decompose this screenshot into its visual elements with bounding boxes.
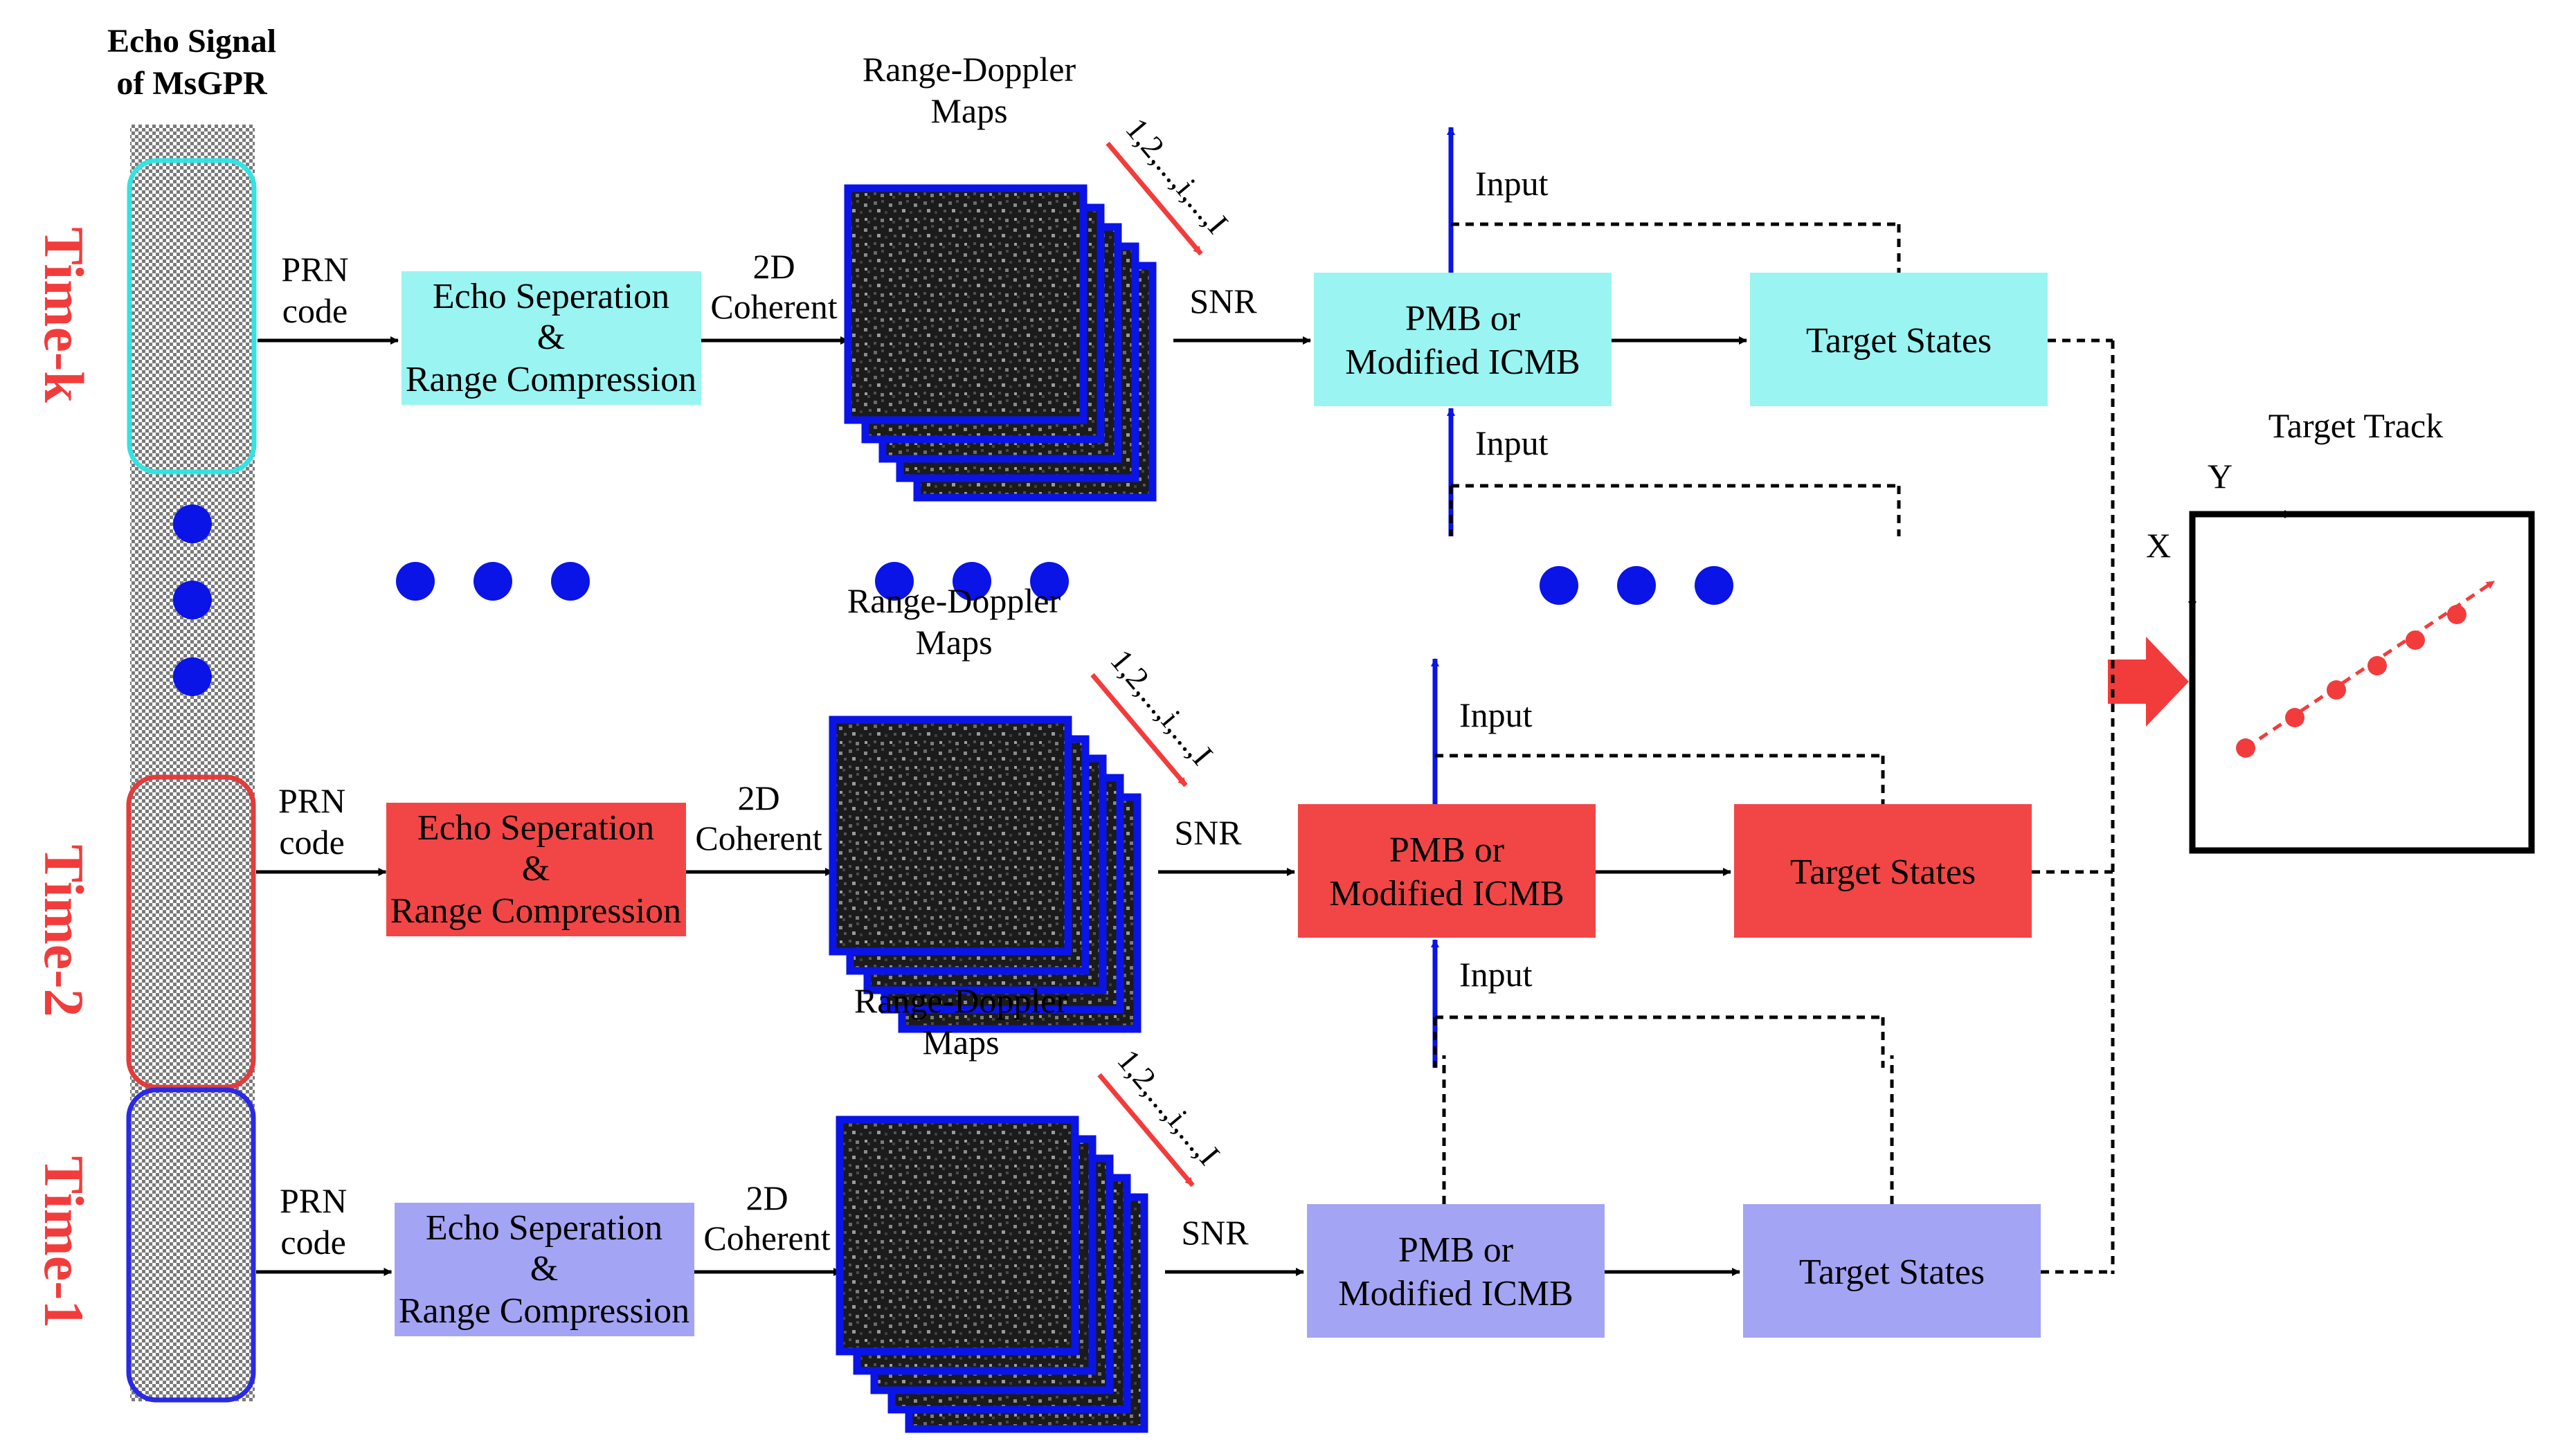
prn-label: PRN [281, 250, 348, 289]
echo-separation-label: Echo Seperation [417, 808, 654, 848]
range-doppler-title: Range-Doppler [847, 581, 1061, 620]
fusion-arrow [2108, 637, 2189, 727]
target-states-box [1734, 804, 2032, 938]
strip-ellipsis-dot [173, 504, 212, 543]
echo-separation-label: Echo Seperation [426, 1208, 662, 1248]
coherent-label-line2: Coherent [703, 1219, 830, 1257]
coherent-label-line2: Coherent [695, 819, 822, 857]
range-doppler-map [844, 184, 1088, 424]
echo-separation-box [402, 271, 701, 405]
target-states-label: Target States [1806, 321, 1992, 361]
snr-label: SNR [1181, 1213, 1249, 1252]
prn-label: PRN [278, 781, 345, 820]
echo-separation-label-line3: Range Compression [406, 360, 696, 399]
echo-separation-label-line3: Range Compression [399, 1291, 689, 1331]
track-point [2367, 656, 2387, 675]
input-label-bottom: Input [1459, 955, 1533, 994]
target-states-label: Target States [1799, 1253, 1985, 1292]
prn-label-line2: code [279, 823, 344, 862]
echo-separation-amp: & [537, 318, 565, 357]
strip-ellipsis-dot [173, 581, 212, 619]
y-axis-label: Y [2208, 457, 2232, 495]
time-1-label: Time-1 [33, 1156, 96, 1328]
target-states-label: Target States [1790, 853, 1976, 892]
pmb-label: PMB or [1405, 299, 1520, 338]
ellipsis-dot [953, 562, 991, 601]
time-k-segment [127, 158, 257, 475]
echo-signal-strip [130, 125, 255, 1401]
coherent-label: 2D [752, 247, 795, 286]
range-doppler-map [836, 1116, 1079, 1356]
echo-separation-label: Echo Seperation [433, 277, 669, 316]
ellipsis-dot [396, 562, 435, 601]
range-doppler-map [829, 716, 1072, 956]
pmb-box [1307, 1204, 1605, 1338]
ellipsis-dot [1617, 566, 1656, 605]
range-doppler-title: Range-Doppler [854, 981, 1068, 1020]
coherent-label: 2D [737, 779, 779, 817]
pmb-box [1298, 804, 1596, 938]
pmb-label-line2: Modified ICMB [1345, 343, 1580, 382]
input-label-top: Input [1459, 695, 1533, 734]
input-label-top: Input [1475, 164, 1549, 203]
ellipsis-dot [1540, 566, 1578, 605]
map-index-arrow [1106, 141, 1203, 256]
echo-separation-amp: & [530, 1249, 558, 1289]
target-track-plot [2189, 511, 2535, 854]
ellipsis-dot [875, 562, 914, 601]
strip-ellipsis-dot [173, 657, 212, 696]
snr-label: SNR [1174, 813, 1242, 852]
pmb-box [1314, 273, 1612, 406]
time-k-label: Time-k [33, 227, 96, 403]
pmb-label: PMB or [1398, 1230, 1513, 1270]
prn-label-line2: code [282, 291, 348, 330]
input-label-bottom: Input [1475, 424, 1549, 462]
ellipsis-dot [551, 562, 590, 601]
x-axis-label: X [2146, 526, 2171, 565]
track-point [2236, 738, 2255, 758]
snr-label: SNR [1189, 282, 1257, 320]
target-states-box [1743, 1204, 2041, 1338]
pmb-label-line2: Modified ICMB [1338, 1274, 1573, 1313]
ellipsis-dot [1030, 562, 1069, 601]
ellipsis-dot [473, 562, 512, 601]
track-point [2285, 708, 2304, 727]
map-index-arrow [1090, 673, 1188, 788]
echo-separation-label-line3: Range Compression [390, 891, 681, 931]
pmb-label-line2: Modified ICMB [1329, 874, 1564, 913]
track-point [2447, 605, 2466, 624]
time-2-label: Time-2 [33, 844, 96, 1017]
echo-signal-title: Echo Signal [107, 23, 276, 60]
range-doppler-title: Range-Doppler [863, 50, 1076, 89]
time-1-segment [126, 1087, 256, 1403]
map-index-arrow [1097, 1073, 1195, 1187]
pmb-label: PMB or [1389, 830, 1504, 870]
echo-separation-amp: & [522, 849, 550, 889]
echo-separation-box [395, 1203, 694, 1336]
range-doppler-title-line2: Maps [915, 623, 992, 662]
track-point [2327, 680, 2346, 700]
target-states-box [1750, 273, 2048, 406]
target-track-title: Target Track [2268, 406, 2444, 445]
prn-label: PRN [280, 1181, 347, 1220]
echo-signal-title-line2: of MsGPR [116, 65, 268, 102]
coherent-label-line2: Coherent [710, 287, 837, 326]
track-point [2406, 630, 2425, 650]
prn-label-line2: code [280, 1223, 345, 1262]
coherent-label: 2D [746, 1179, 788, 1217]
range-doppler-title-line2: Maps [922, 1023, 999, 1062]
time-2-segment [126, 774, 256, 1090]
ellipsis-dot [1695, 566, 1733, 605]
range-doppler-title-line2: Maps [930, 91, 1007, 130]
echo-separation-box [386, 803, 686, 936]
